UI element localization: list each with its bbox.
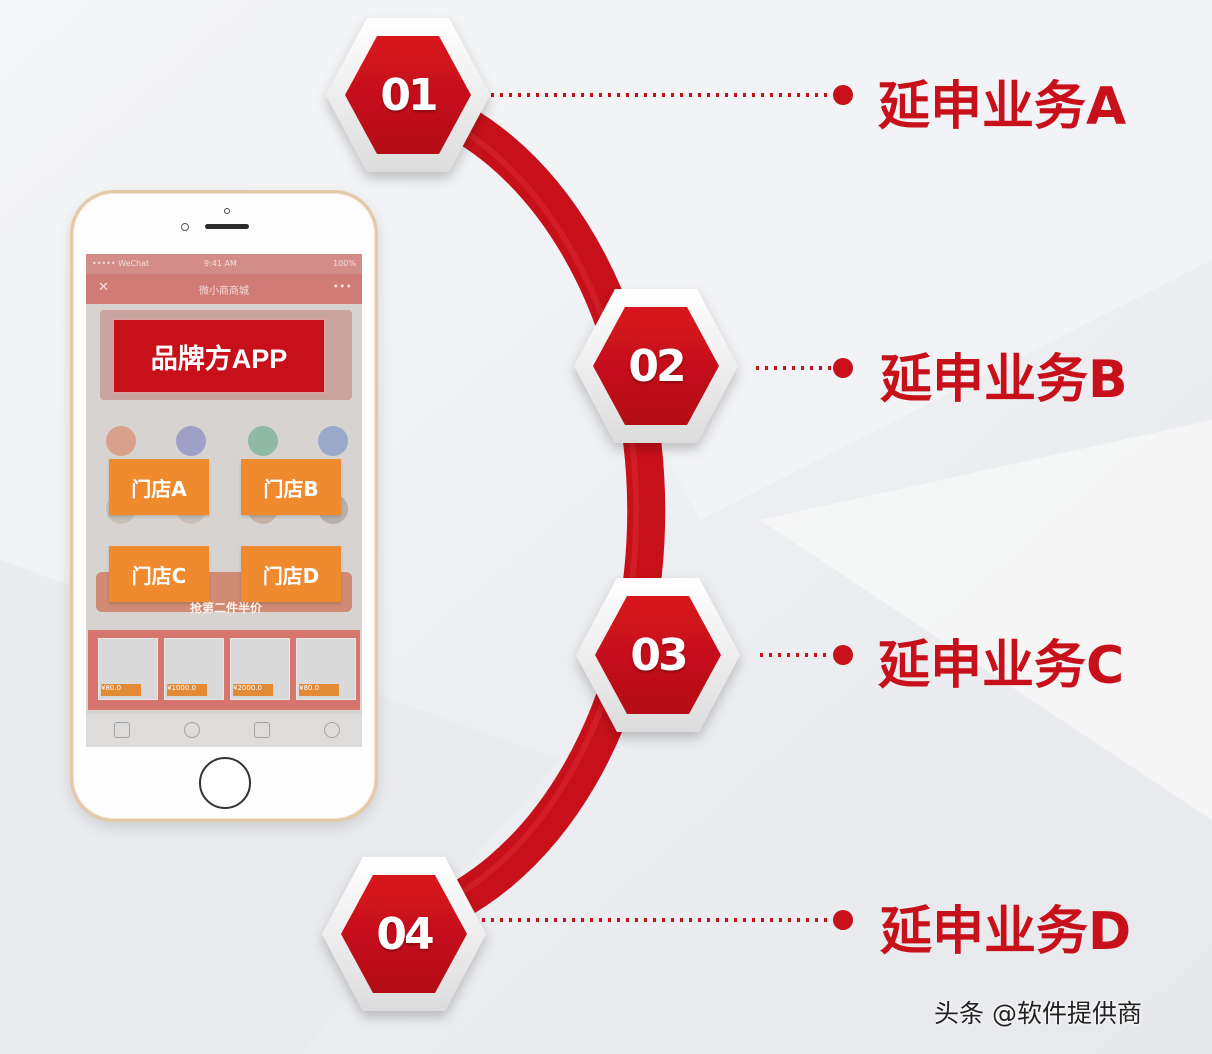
leaf-icon (248, 426, 278, 456)
more-icon[interactable]: ••• (332, 280, 352, 293)
store-b-button: 门店B (241, 459, 341, 515)
phone-mockup: ••••• WeChat 9:41 AM 100% ✕ 微小商商城 ••• 品牌… (70, 190, 378, 822)
status-carrier: ••••• WeChat (92, 259, 150, 268)
status-time: 9:41 AM (204, 259, 237, 268)
goods-price: ¥80.0 (101, 684, 141, 696)
phone-screen: ••••• WeChat 9:41 AM 100% ✕ 微小商商城 ••• 品牌… (86, 254, 362, 747)
app-tab-bar (86, 714, 362, 747)
category-icon-row (86, 426, 362, 456)
profile-icon (324, 722, 340, 738)
goods-price: ¥80.0 (299, 684, 339, 696)
goods-price: ¥2000.0 (233, 684, 273, 696)
globe-icon (176, 426, 206, 456)
step-number-04: 04 (376, 909, 434, 960)
step-number-01: 01 (380, 70, 438, 121)
step-number-03: 03 (630, 630, 688, 681)
connector-dots (833, 85, 853, 930)
app-title: 微小商商城 (199, 286, 249, 297)
step-label-a: 延申业务A (878, 77, 1127, 137)
close-icon[interactable]: ✕ (98, 280, 109, 295)
tablet-icon (318, 426, 348, 456)
home-button (199, 757, 251, 809)
timeline-arc (389, 81, 666, 941)
store-d-button: 门店D (241, 546, 341, 602)
speaker-grille (205, 224, 249, 229)
brand-app-label: 品牌方APP (112, 318, 326, 394)
fire-icon (106, 426, 136, 456)
promo-text: 抢第二件半价 (190, 601, 263, 615)
step-number-02: 02 (628, 341, 686, 392)
step-label-b: 延申业务B (880, 350, 1128, 410)
step-label-d: 延申业务D (880, 902, 1132, 962)
home-icon (114, 722, 130, 738)
status-battery: 100% (333, 259, 356, 268)
camera-icon (224, 208, 230, 214)
cart-icon (254, 722, 270, 738)
app-nav-bar: ✕ 微小商商城 ••• (86, 274, 362, 304)
hex-badge-02 (574, 289, 738, 443)
goods-item: ¥80.0 (296, 638, 356, 700)
step-label-c: 延申业务C (878, 636, 1125, 696)
status-bar: ••••• WeChat 9:41 AM 100% (86, 254, 362, 274)
hex-badge-03 (576, 578, 740, 732)
category-icon (184, 722, 200, 738)
goods-item: ¥1000.0 (164, 638, 224, 700)
goods-item: ¥2000.0 (230, 638, 290, 700)
goods-price: ¥1000.0 (167, 684, 207, 696)
connector-lines (482, 93, 832, 922)
store-c-button: 门店C (109, 546, 209, 602)
sensor-icon (181, 223, 189, 231)
goods-item: ¥80.0 (98, 638, 158, 700)
hex-badge-04 (322, 857, 486, 1011)
watermark: 头条 @软件提供商 (934, 999, 1142, 1028)
hex-badge-01 (326, 18, 490, 172)
store-a-button: 门店A (109, 459, 209, 515)
